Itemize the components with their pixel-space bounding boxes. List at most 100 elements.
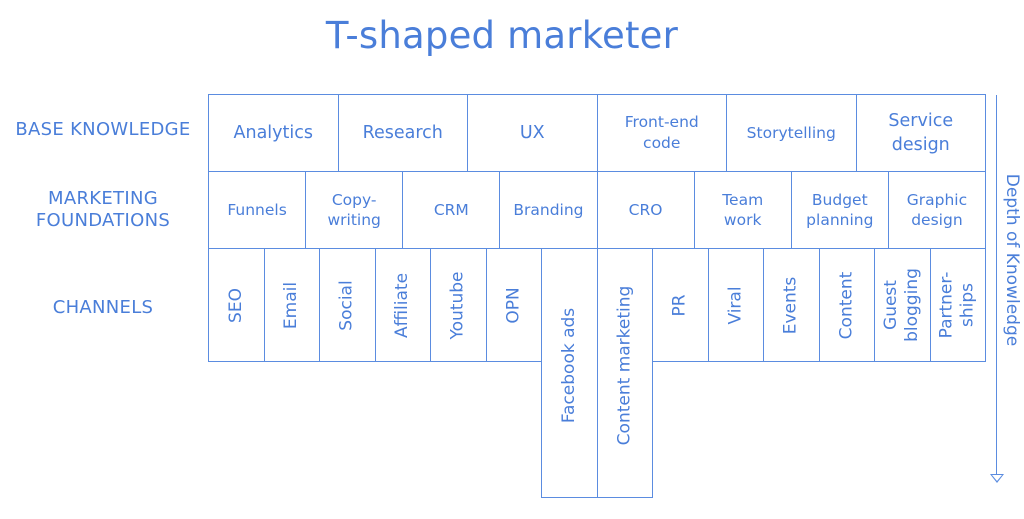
label-line: Front-end (624, 113, 699, 131)
label-line: work (723, 211, 762, 229)
channel-cell-seo: SEO (208, 248, 265, 362)
label-line: planning (806, 211, 874, 229)
label-line: CRM (433, 201, 469, 219)
base-cell-label: Service design (888, 109, 953, 157)
channel-cell-youtube: Youtube (430, 248, 487, 362)
label-line: Events (780, 276, 801, 334)
row-label-base-knowledge: BASE KNOWLEDGE (15, 119, 191, 140)
label-line: Budget (811, 191, 868, 209)
label-line: OPN (503, 286, 524, 324)
label-line: code (643, 134, 681, 152)
label-line: PR (669, 293, 690, 317)
channel-cell-label: SEO (226, 288, 247, 323)
channel-cell-label: Facebook ads (559, 308, 580, 423)
channel-cell-label: Viral (725, 286, 746, 324)
label-line: Viral (725, 285, 746, 325)
channel-cell-label: Partner-ships (937, 272, 979, 339)
label-line: CRO (628, 201, 663, 219)
channel-cell-opn: OPN (485, 248, 542, 362)
channel-cell-label: Content marketing (614, 286, 635, 446)
label-line: ships (957, 283, 978, 328)
base-cell-label: Analytics (234, 121, 313, 145)
base-cell-storytelling: Storytelling (726, 94, 857, 172)
label-line: Storytelling (746, 123, 836, 142)
channel-cell-label: Events (781, 276, 802, 334)
foundation-cell-label: Branding (513, 200, 583, 220)
channel-cell-content: Content (818, 248, 875, 362)
channel-cell-email: Email (263, 248, 320, 362)
base-cell-research: Research (337, 94, 468, 172)
label-line: Funnels (227, 201, 287, 219)
label-line: blogging (902, 268, 923, 342)
label-line: Service (888, 111, 954, 131)
channel-cell-label: Social (337, 280, 358, 330)
label-line: Guest (881, 280, 902, 330)
label-line: Social (336, 279, 357, 331)
label-line: design (891, 135, 950, 155)
label-line: writing (327, 211, 381, 229)
channel-cell-affiliate: Affiliate (374, 248, 431, 362)
channel-cell-label: PR (670, 294, 691, 316)
foundation-cell-branding: Branding (499, 171, 598, 249)
base-cell-front-end-code: Front-end code (596, 94, 727, 172)
label-line: Team (722, 191, 764, 209)
base-cell-analytics: Analytics (208, 94, 339, 172)
channel-cell-facebook-ads: Facebook ads (541, 248, 598, 498)
channel-cell-partner-ships: Partner-ships (929, 248, 986, 362)
label-line: Analytics (233, 123, 313, 143)
foundation-cell-label: CRM (434, 200, 469, 220)
depth-arrow-head-icon (990, 474, 1004, 483)
channel-cell-social: Social (319, 248, 376, 362)
foundation-cell-cro: CRO (596, 171, 695, 249)
channel-cell-viral: Viral (707, 248, 764, 362)
channel-cell-label: Affiliate (392, 272, 413, 337)
foundation-cell-crm: CRM (402, 171, 501, 249)
label-line: Copy- (331, 191, 377, 209)
row-label-line: FOUNDATIONS (35, 210, 171, 231)
row-label-marketing-foundations: MARKETING FOUNDATIONS (0, 188, 206, 232)
label-line: UX (519, 123, 545, 143)
foundation-cell-budget-planning: Budget planning (790, 171, 889, 249)
foundation-cell-label: Team work (722, 190, 763, 230)
foundation-cell-label: Budget planning (806, 190, 873, 230)
foundation-cell-label: Funnels (227, 200, 286, 220)
label-line: Email (281, 281, 302, 329)
base-cell-label: UX (520, 121, 545, 145)
channel-cell-label: Content (836, 271, 857, 339)
label-line: Content marketing (614, 285, 635, 446)
base-cell-ux: UX (467, 94, 598, 172)
depth-of-knowledge-label: Depth of Knowledge (1002, 173, 1022, 347)
base-cell-service-design: Service design (855, 94, 986, 172)
base-cell-label: Research (363, 121, 443, 145)
label-line: Content (836, 271, 857, 339)
channel-cell-label: OPN (503, 287, 524, 323)
foundation-cell-funnels: Funnels (208, 171, 307, 249)
channel-cell-content-marketing: Content marketing (596, 248, 653, 498)
label-line: Research (362, 123, 443, 143)
label-line: Affiliate (392, 272, 413, 338)
diagram-title: T-shaped marketer (325, 14, 679, 57)
base-cell-label: Storytelling (747, 123, 836, 144)
foundation-cell-label: CRO (629, 200, 663, 220)
label-line: Graphic (906, 191, 968, 209)
label-line: Branding (513, 201, 584, 219)
label-line: Youtube (447, 271, 468, 339)
channel-cell-label: Youtube (448, 271, 469, 339)
label-line: Facebook ads (558, 307, 579, 424)
label-line: Partner- (936, 271, 957, 339)
foundation-cell-label: Copy-writing (327, 190, 380, 230)
depth-arrow-line (996, 95, 997, 475)
row-label-channels: CHANNELS (52, 297, 154, 318)
channel-cell-pr: PR (652, 248, 709, 362)
channel-cell-label: Email (281, 281, 302, 328)
base-cell-label: Front-end code (625, 112, 699, 154)
foundation-cell-team-work: Team work (693, 171, 792, 249)
row-label-line: MARKETING (48, 188, 158, 209)
label-line: SEO (225, 287, 246, 323)
foundation-cell-copy-writing: Copy-writing (305, 171, 404, 249)
channel-cell-events: Events (763, 248, 820, 362)
